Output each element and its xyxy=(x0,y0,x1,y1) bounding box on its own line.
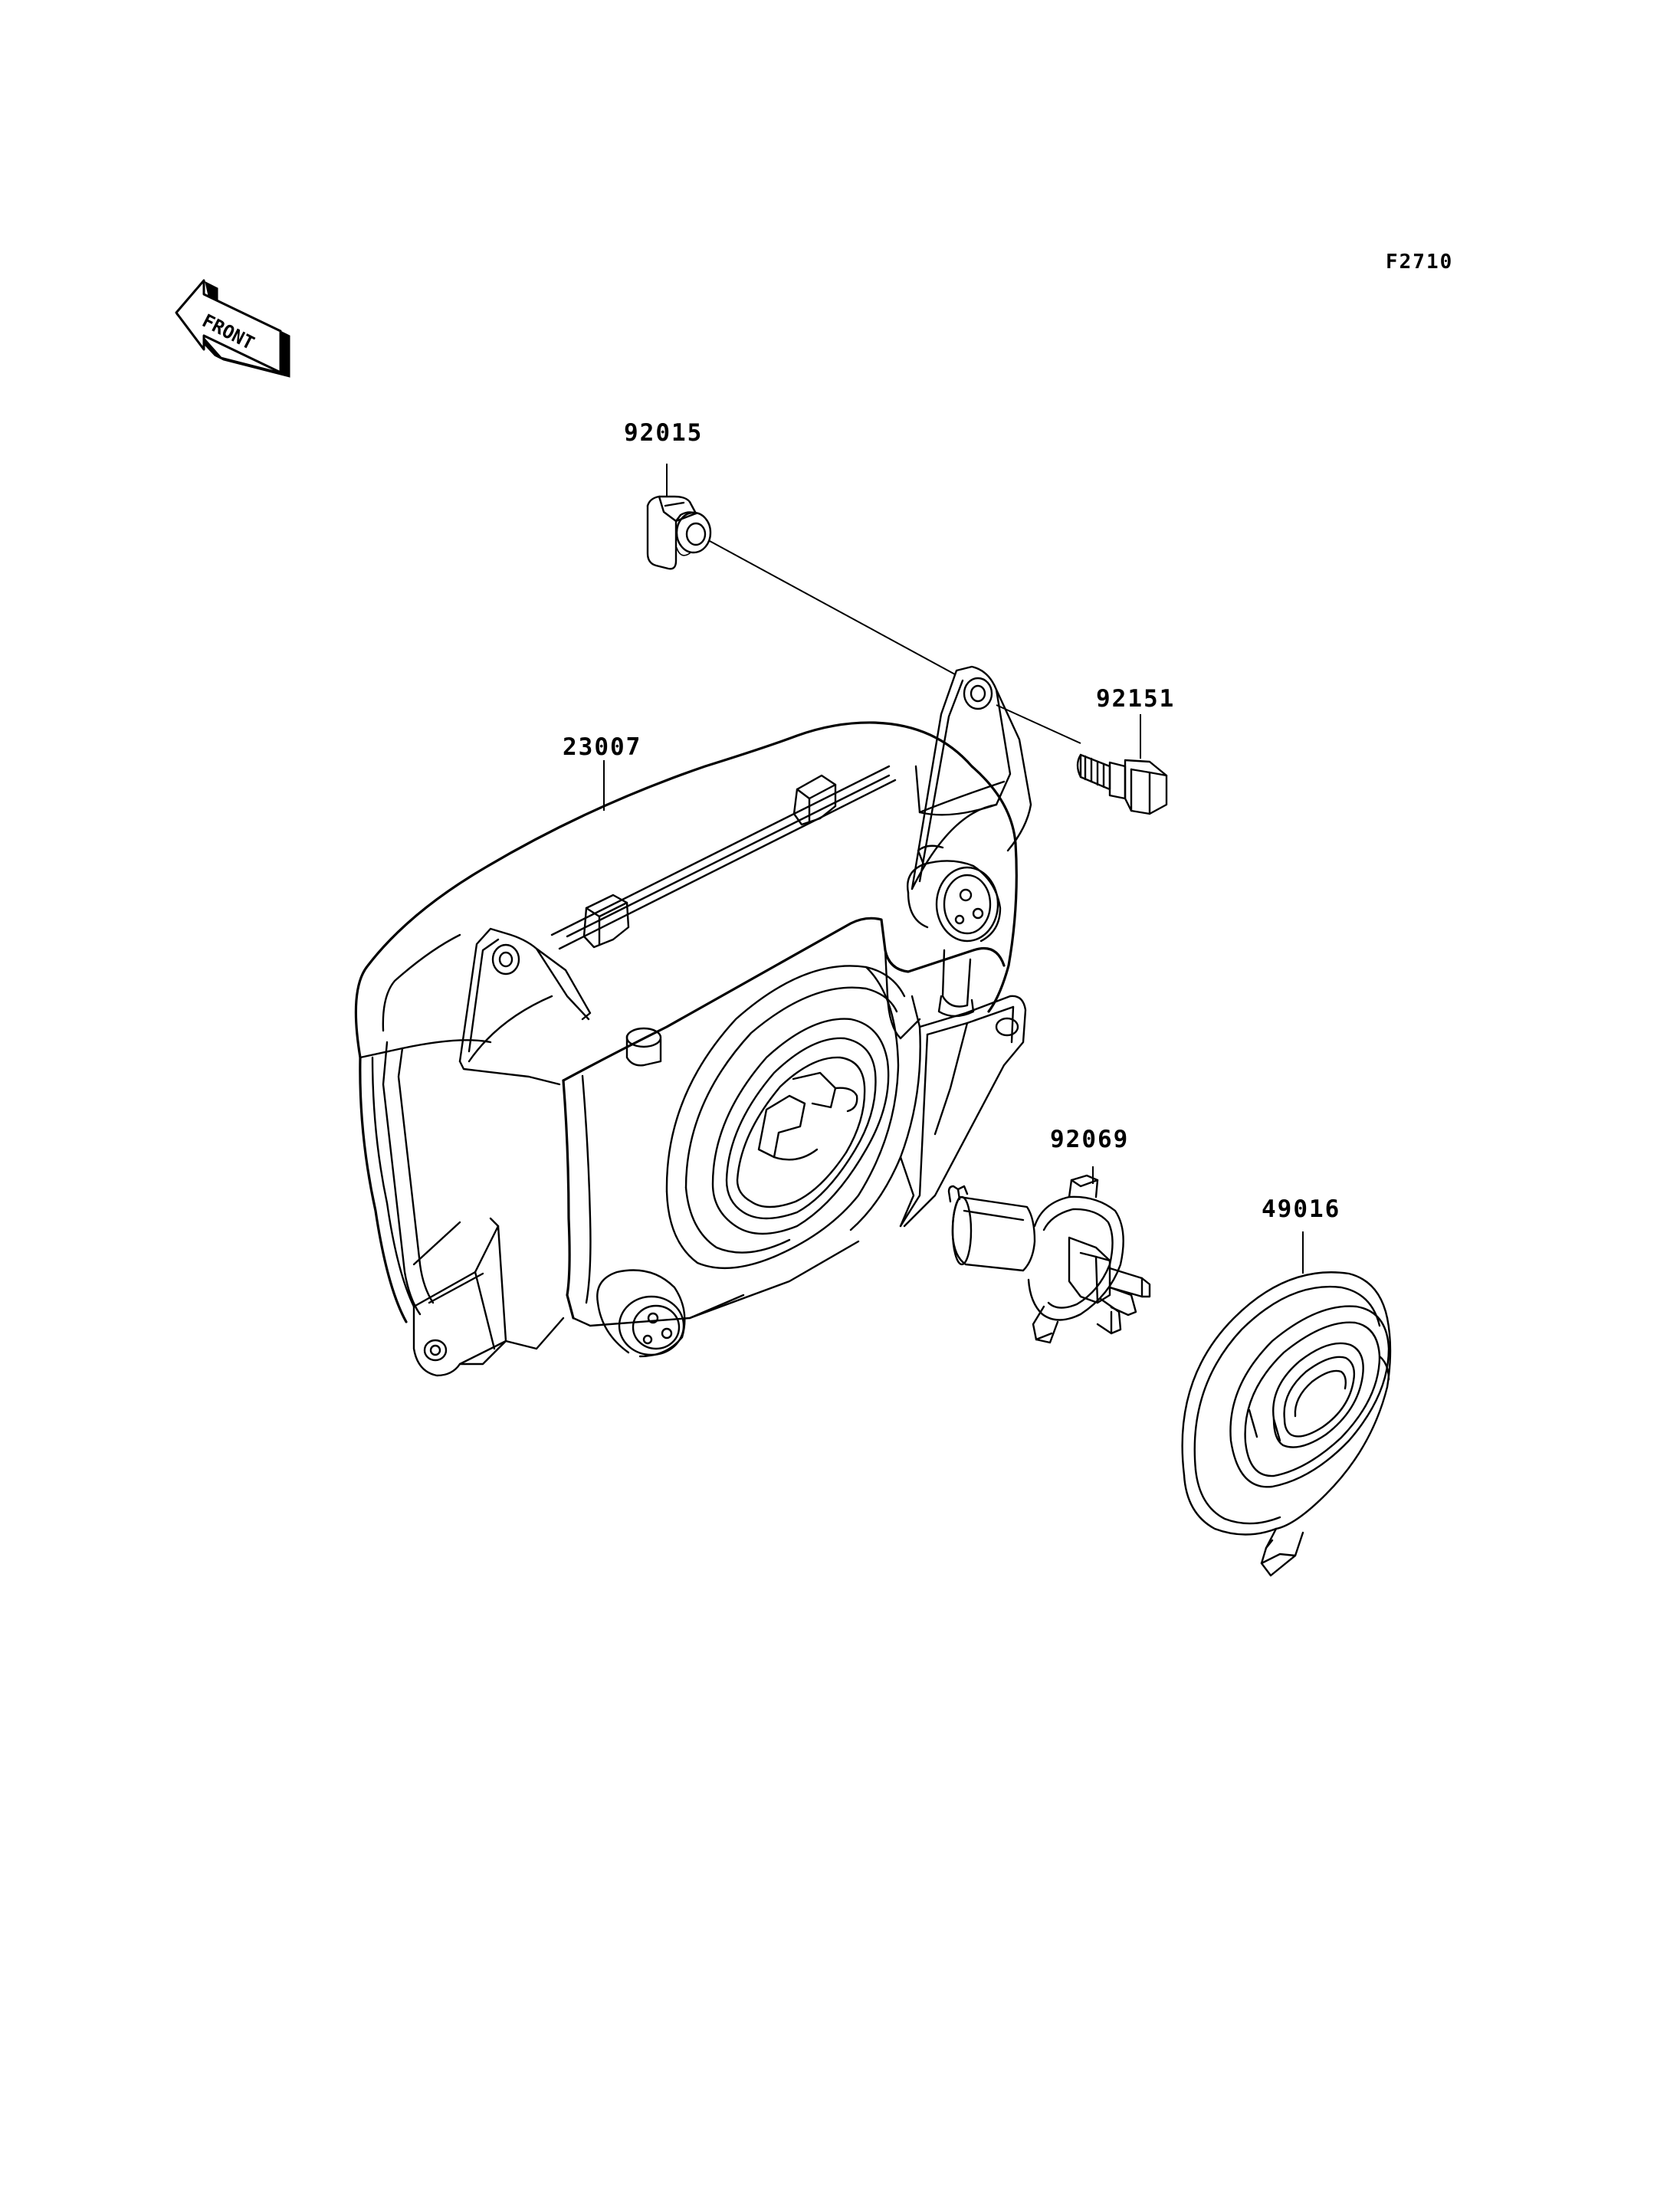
dust-cover-drawing xyxy=(1181,1271,1392,1577)
bolt-drawing xyxy=(1076,753,1168,815)
part-label-92151: 92151 xyxy=(1096,685,1175,713)
part-label-92069: 92069 xyxy=(1050,1126,1129,1153)
leader-lines xyxy=(603,464,1304,1319)
figure-id: F2710 xyxy=(1386,251,1453,274)
front-direction-arrow-icon: FRONT xyxy=(175,279,290,378)
bulb-drawing xyxy=(947,1174,1151,1344)
clip-nut-drawing xyxy=(646,495,712,570)
headlamp-housing-drawing xyxy=(354,665,1032,1377)
part-label-23007: 23007 xyxy=(563,733,641,761)
part-label-92015: 92015 xyxy=(624,419,703,447)
part-label-49016: 49016 xyxy=(1262,1195,1340,1223)
